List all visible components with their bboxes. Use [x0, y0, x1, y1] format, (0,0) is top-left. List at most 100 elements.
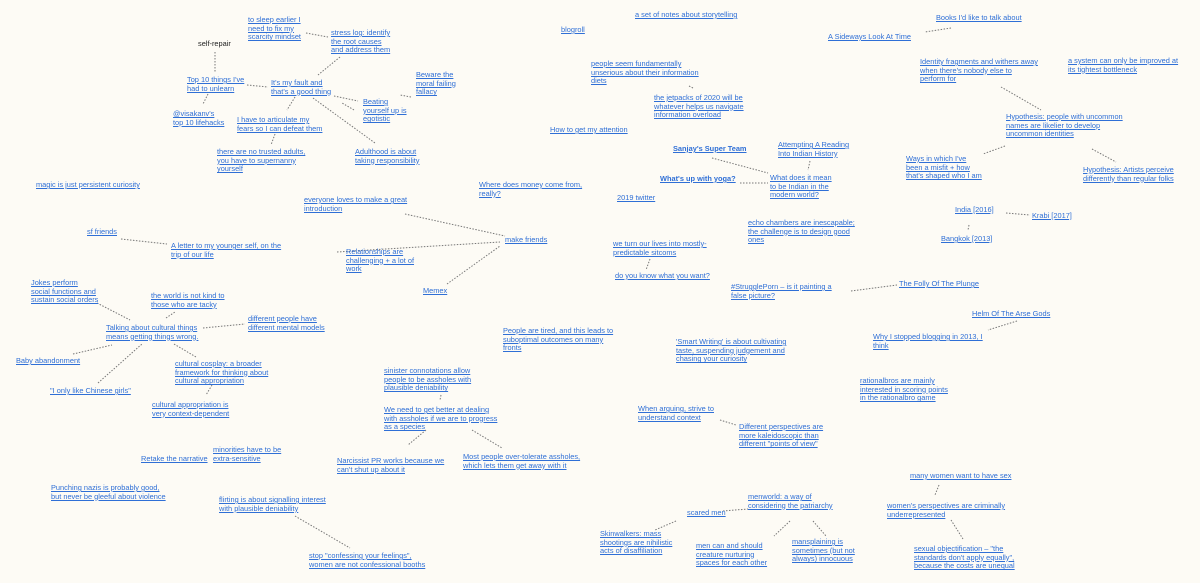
note-link[interactable]: The Folly Of The Plunge	[899, 279, 979, 288]
note-link[interactable]: women's perspectives are criminally unde…	[887, 501, 1006, 519]
connector-line	[286, 96, 296, 111]
note-link[interactable]: scared men	[687, 508, 726, 517]
note-link[interactable]: #StrugglePorn – is it painting a false p…	[731, 282, 832, 300]
connector-line	[446, 245, 501, 285]
note-link[interactable]: different people have different mental m…	[248, 314, 325, 332]
connector-line	[120, 238, 168, 245]
note-link[interactable]: How to get my attention	[550, 125, 628, 134]
note-link[interactable]: We need to get better at dealing with as…	[384, 405, 498, 432]
connector-line	[850, 284, 898, 292]
note-link[interactable]: Hypothesis: people with uncommon names a…	[1006, 112, 1123, 139]
connector-line	[202, 323, 246, 329]
connector-line	[807, 160, 811, 171]
note-link[interactable]: we turn our lives into mostly- predictab…	[613, 239, 707, 257]
note-link[interactable]: People are tired, and this leads to subo…	[503, 326, 614, 353]
note-link[interactable]: I have to articulate my fears so I can d…	[237, 115, 323, 133]
note-link[interactable]: When arguing, strive to understand conte…	[638, 404, 714, 422]
note-link[interactable]: Bangkok [2013]	[941, 234, 993, 243]
note-link[interactable]: Different perspectives are more kaleidos…	[739, 422, 824, 449]
connector-line	[173, 343, 197, 358]
note-link[interactable]: minorities have to be extra-sensitive	[213, 445, 282, 463]
connector-line	[439, 394, 442, 401]
note-link[interactable]: to sleep earlier I need to fix my scarci…	[248, 15, 301, 42]
note-link[interactable]: Narcissist PR works because we can't shu…	[337, 456, 445, 474]
note-link[interactable]: people seem fundamentally unserious abou…	[591, 59, 699, 86]
note-link[interactable]: Attempting A Reading Into Indian History	[778, 140, 850, 158]
connector-line	[270, 133, 276, 146]
note-link[interactable]: sf friends	[87, 227, 117, 236]
note-link[interactable]: make friends	[505, 235, 548, 244]
note-link[interactable]: Adulthood is about taking responsibility	[355, 147, 420, 165]
note-link[interactable]: many women want to have sex	[910, 471, 1012, 480]
note-link[interactable]: India [2016]	[955, 205, 994, 214]
connector-line	[924, 27, 952, 33]
note-link[interactable]: Where does money come from, really?	[479, 180, 583, 198]
note-link[interactable]: What does it mean to be Indian in the mo…	[770, 173, 832, 200]
note-link[interactable]: Most people over-tolerate assholes, whic…	[463, 452, 581, 470]
note-link[interactable]: @visakanv's top 10 lifehacks	[173, 109, 225, 127]
note-link[interactable]: men can and should creature nurturing sp…	[696, 541, 768, 568]
connector-line	[96, 302, 131, 321]
note-link[interactable]: It's my fault and that's a good thing	[271, 78, 332, 96]
note-link[interactable]: do you know what you want?	[615, 271, 710, 280]
connector-line	[987, 320, 1018, 331]
note-link[interactable]: Books I'd like to talk about	[936, 13, 1022, 22]
note-link[interactable]: the jetpacks of 2020 will be whatever he…	[654, 93, 744, 120]
note-link[interactable]: What's up with yoga?	[660, 174, 736, 183]
connector-line	[722, 508, 749, 512]
note-link[interactable]: cultural appropriation is very context-d…	[152, 400, 230, 418]
connector-line	[165, 311, 176, 319]
note-link[interactable]: Identity fragments and withers away when…	[920, 57, 1038, 84]
connector-line	[982, 145, 1006, 155]
note-link[interactable]: Punching nazis is probably good, but nev…	[51, 483, 166, 501]
connector-line	[404, 213, 506, 237]
note-link[interactable]: 'Smart Writing' is about cultivating tas…	[676, 337, 787, 364]
note-link[interactable]: stress log: identify the root causes and…	[331, 28, 391, 55]
note-link[interactable]: A Sideways Look At Time	[828, 32, 911, 41]
note-link[interactable]: blogroll	[561, 25, 585, 34]
note-link[interactable]: Krabi [2017]	[1032, 211, 1072, 220]
note-link[interactable]: Memex	[423, 286, 448, 295]
connector-line	[1005, 212, 1031, 216]
connector-line	[1091, 148, 1117, 163]
note-link[interactable]: Ways in which I've been a misfit + how t…	[906, 154, 982, 181]
note-link[interactable]: 2019 twitter	[617, 193, 656, 202]
note-link[interactable]: the world is not kind to those who are t…	[151, 291, 225, 309]
note-link[interactable]: echo chambers are inescapable; the chall…	[748, 218, 855, 245]
note-link[interactable]: Retake the narrative	[141, 454, 208, 463]
connector-line	[950, 519, 964, 540]
note-link[interactable]: magic is just persistent curiosity	[36, 180, 140, 189]
note-link[interactable]: stop "confessing your feelings", women a…	[309, 551, 426, 569]
connector-line	[72, 344, 113, 355]
note-link[interactable]: Jokes perform social functions and susta…	[31, 278, 99, 305]
note-link[interactable]: rationalbros are mainly interested in sc…	[860, 376, 948, 403]
note-link[interactable]: Sanjay's Super Team	[673, 144, 747, 153]
note-link[interactable]: a system can only be improved at its tig…	[1068, 56, 1179, 74]
note-link[interactable]: Baby abandonment	[16, 356, 81, 365]
note-link[interactable]: menworld: a way of considering the patri…	[748, 492, 833, 510]
note-link[interactable]: Relationships are challenging + a lot of…	[346, 247, 415, 274]
connector-line	[341, 102, 355, 111]
note-link[interactable]: there are no trusted adults, you have to…	[217, 147, 306, 174]
note-link[interactable]: Talking about cultural things means gett…	[106, 323, 199, 341]
note-link[interactable]: Hypothesis: Artists perceive differently…	[1083, 165, 1174, 183]
note-link[interactable]: "I only like Chinese girls"	[50, 386, 131, 395]
note-link[interactable]: sinister connotations allow people to be…	[384, 366, 472, 393]
note-link[interactable]: mansplaining is sometimes (but not alway…	[792, 537, 855, 564]
connector-line	[934, 484, 940, 496]
note-link[interactable]: A letter to my younger self, on the trip…	[171, 241, 282, 259]
note-link[interactable]: cultural cosplay: a broader framework fo…	[175, 359, 269, 386]
note-link[interactable]: sexual objectification – "the standards …	[914, 544, 1015, 571]
note-link[interactable]: Beware the moral failing fallacy	[416, 70, 456, 97]
connector-line	[333, 95, 359, 102]
note-link[interactable]: Top 10 things I've had to unlearn	[187, 75, 245, 93]
note-link[interactable]: a set of notes about storytelling	[635, 10, 738, 19]
note-link[interactable]: Skinwalkers: mass shootings are nihilist…	[600, 529, 673, 556]
note-link[interactable]: Helm Of The Arse Gods	[972, 309, 1051, 318]
note-link[interactable]: everyone loves to make a great introduct…	[304, 195, 408, 213]
note-link[interactable]: Why I stopped blogging in 2013, I think	[873, 332, 983, 350]
connector-line	[719, 419, 737, 426]
note-link[interactable]: Beating yourself up is egotistic	[363, 97, 407, 124]
note-link[interactable]: flirting is about signalling interest wi…	[219, 495, 326, 513]
connector-line	[773, 520, 791, 537]
